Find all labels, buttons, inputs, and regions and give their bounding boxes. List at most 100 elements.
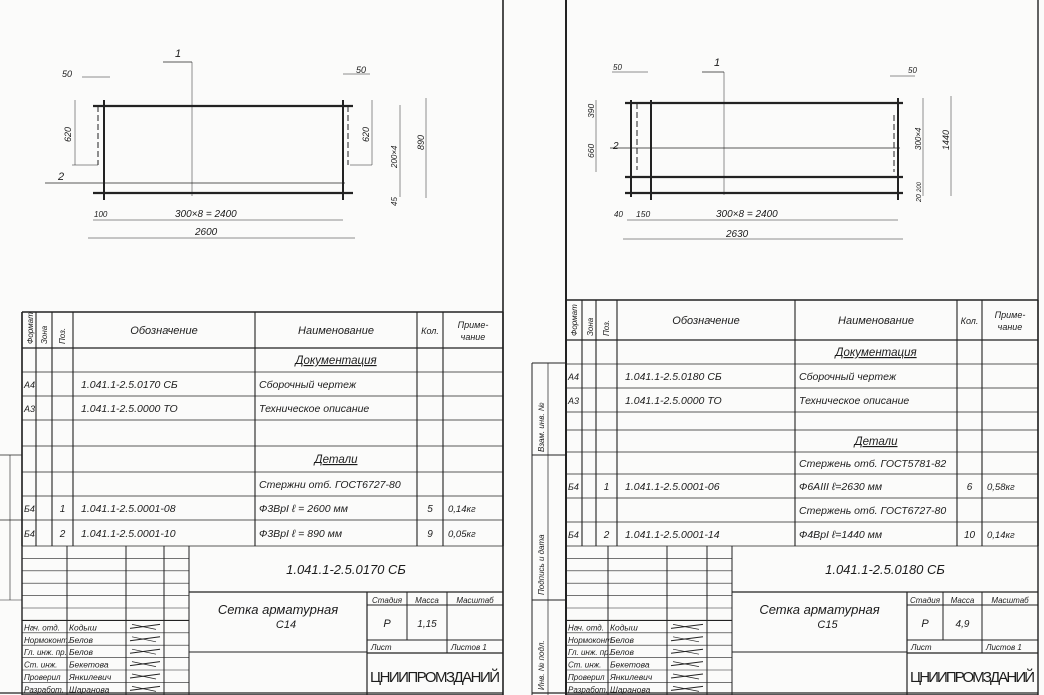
header-qty: Кол.	[961, 316, 979, 326]
signature-role: Нач. отд.	[24, 623, 60, 632]
dim-label: 200	[917, 181, 923, 193]
signature-mark	[129, 685, 161, 691]
header-designation: Обозначение	[130, 325, 197, 337]
row-name: Техническое описание	[799, 395, 909, 407]
header-note: чание	[998, 322, 1023, 332]
row-name: Техническое описание	[259, 403, 369, 415]
sheets-count-label: Листов 1	[985, 643, 1022, 652]
signature-name: Белов	[610, 647, 634, 657]
signature-mark	[672, 624, 700, 630]
organization-name: ЦНИИПРОМЗДАНИЙ	[910, 668, 1035, 686]
row-qty: 6	[967, 482, 973, 493]
signature-name: Кодыш	[610, 622, 638, 632]
mass-label: Масса	[951, 596, 975, 605]
header-pos: Поз.	[602, 320, 611, 336]
dim-label: 200×4	[390, 145, 399, 169]
title-name: Сетка арматурная	[218, 602, 338, 617]
signature-role: Нач. отд.	[568, 623, 604, 632]
signature-name: Янкилевич	[68, 672, 112, 682]
row-format: А3	[567, 396, 579, 406]
signature-mark	[672, 648, 700, 655]
row-designation: 1.041.1-2.5.0180 СБ	[625, 371, 722, 383]
signature-role: Нормоконт.	[24, 636, 70, 645]
scale-label: Масштаб	[991, 596, 1029, 605]
dim-label: 620	[63, 127, 73, 142]
row-format: Б4	[24, 504, 35, 514]
signature-role: Нормоконт.	[568, 636, 614, 645]
row-qty: 10	[964, 530, 976, 541]
signature-role: Проверил	[24, 673, 61, 682]
signature-mark	[670, 648, 704, 654]
row-designation: 1.041.1-2.5.0001-08	[81, 503, 176, 515]
row-name: Сборочный чертеж	[259, 379, 357, 391]
row-format: А4	[567, 372, 579, 382]
dim-label: 45	[390, 197, 399, 206]
signature-role: Разработ.	[568, 685, 608, 694]
signature-mark	[129, 661, 161, 667]
row-name: Стержень отб. ГОСТ6727-80	[799, 505, 946, 517]
dim-label: 300×4	[914, 127, 923, 150]
dim-label: 2630	[725, 229, 749, 240]
sign-date-label: Подпись и дата	[537, 534, 546, 595]
signature-mark	[131, 673, 157, 680]
dim-label: 2600	[194, 227, 218, 238]
header-name: Наименование	[838, 315, 914, 327]
organization-name: ЦНИИПРОМЗДАНИЙ	[370, 668, 500, 686]
signature-name: Шаранова	[69, 684, 110, 694]
dim-label: 1440	[941, 130, 951, 150]
sheet-label: Лист	[910, 643, 932, 652]
row-name: Сборочный чертеж	[799, 371, 897, 383]
signature-name: Шаранова	[610, 684, 651, 694]
header-qty: Кол.	[421, 326, 439, 336]
row-designation: 1.041.1-2.5.0001-14	[625, 529, 720, 541]
signature-mark	[670, 661, 704, 667]
signature-mark	[131, 648, 157, 655]
signature-mark	[129, 648, 161, 654]
dim-label: 300×8 = 2400	[175, 209, 237, 220]
title-name-mark: С15	[817, 619, 838, 631]
signature-mark	[672, 636, 700, 643]
row-note: 0,58кг	[987, 482, 1015, 493]
row-name: Стержни отб. ГОСТ6727-80	[259, 479, 401, 491]
row-position: 2	[603, 530, 610, 541]
section-heading: Документация	[293, 355, 376, 367]
row-qty: 9	[427, 529, 433, 540]
position-label-2: 2	[612, 141, 619, 152]
header-name: Наименование	[298, 325, 374, 337]
row-designation: 1.041.1-2.5.0001-06	[625, 481, 720, 493]
stage-value: Р	[383, 618, 391, 630]
signature-role: Ст. инж.	[24, 661, 57, 670]
signature-mark	[131, 624, 157, 630]
signature-mark	[670, 685, 704, 691]
signature-mark	[670, 636, 704, 642]
header-format: Формат	[570, 304, 579, 336]
title-designation: 1.041.1-2.5.0170 СБ	[286, 562, 406, 577]
signature-mark	[670, 673, 704, 679]
signature-name: Янкилевич	[609, 672, 653, 682]
dim-label: 660	[586, 144, 596, 158]
row-position: 1	[604, 482, 610, 493]
header-designation: Обозначение	[672, 315, 739, 327]
signature-mark	[131, 636, 157, 643]
row-designation: 1.041.1-2.5.0000 ТО	[81, 403, 178, 415]
row-designation: 1.041.1-2.5.0001-10	[81, 528, 176, 540]
signature-mark	[129, 673, 161, 679]
inv-original-label: Инв. № подл.	[537, 640, 546, 690]
header-note: чание	[461, 332, 486, 342]
row-name: Ф4ВрI ℓ=1440 мм	[799, 529, 882, 541]
dim-label: 50	[62, 69, 72, 79]
row-designation: 1.041.1-2.5.0000 ТО	[625, 395, 722, 407]
signature-mark	[672, 686, 700, 692]
title-designation: 1.041.1-2.5.0180 СБ	[825, 562, 945, 577]
header-zone: Зона	[586, 317, 595, 336]
section-heading: Детали	[313, 454, 359, 466]
dim-label: 20	[916, 194, 923, 203]
signature-name: Бекетова	[69, 660, 109, 670]
mass-value: 4,9	[956, 619, 970, 630]
signature-mark	[129, 636, 161, 642]
signature-role: Разработ.	[24, 685, 64, 694]
header-pos: Поз.	[58, 328, 67, 344]
replace-inv-label: Взам. инв. №	[537, 402, 546, 452]
